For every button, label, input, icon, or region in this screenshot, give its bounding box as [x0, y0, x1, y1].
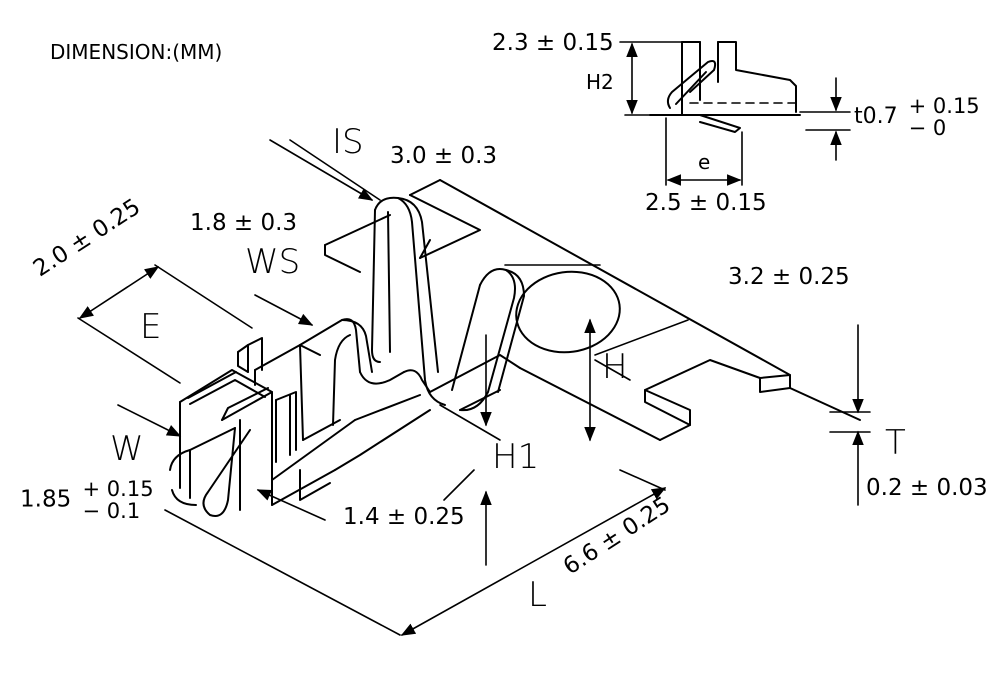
is-dimension: 3.0 ± 0.3: [390, 143, 498, 169]
h2-label: H2: [586, 70, 614, 94]
wire-barrel: [299, 318, 431, 441]
h-label: H: [602, 347, 628, 387]
units-label: DIMENSION:(MM): [50, 40, 223, 64]
t2-dimension: t0.7 + 0.15 − 0: [854, 95, 980, 139]
connector-rail: [271, 354, 521, 506]
t2-nominal: 0.7: [862, 104, 898, 130]
side-view-dimensions: [619, 41, 851, 186]
mounting-hole: [515, 270, 621, 354]
is-label: IS: [332, 122, 364, 162]
w-dimension: 1.85 + 0.15 − 0.1: [20, 478, 154, 522]
ws-label: WS: [245, 242, 301, 282]
dimension-arrows: [78, 139, 871, 636]
w-lower: − 0.1: [82, 499, 141, 524]
w-tolerance: + 0.15 − 0.1: [83, 478, 154, 522]
t2-upper: + 0.15: [908, 94, 980, 118]
h2-dimension: 2.3 ± 0.15: [492, 30, 614, 56]
t-label: T: [885, 423, 906, 463]
t2-lower: − 0: [908, 116, 947, 141]
contact-box: [169, 337, 321, 517]
insulation-barrel: [371, 196, 525, 412]
e-label: E: [140, 307, 162, 347]
h-dimension: 3.2 ± 0.25: [728, 264, 850, 290]
t2-label: t: [854, 104, 863, 130]
t-dimension: 0.2 ± 0.03: [866, 475, 988, 501]
h1-dimension: 1.4 ± 0.25: [343, 504, 465, 530]
t2-tolerance: + 0.15 − 0: [909, 95, 980, 139]
ws-dimension: 1.8 ± 0.3: [190, 210, 298, 236]
w-label: W: [110, 429, 144, 469]
h1-label: H1: [492, 437, 540, 477]
extension-lines: [77, 139, 666, 636]
w-upper: + 0.15: [82, 477, 154, 501]
e2-dimension: 2.5 ± 0.15: [645, 190, 767, 216]
l-label: L: [528, 575, 547, 615]
side-view-detail: [649, 41, 801, 133]
e2-label: e: [698, 150, 711, 174]
w-nominal: 1.85: [20, 486, 72, 513]
